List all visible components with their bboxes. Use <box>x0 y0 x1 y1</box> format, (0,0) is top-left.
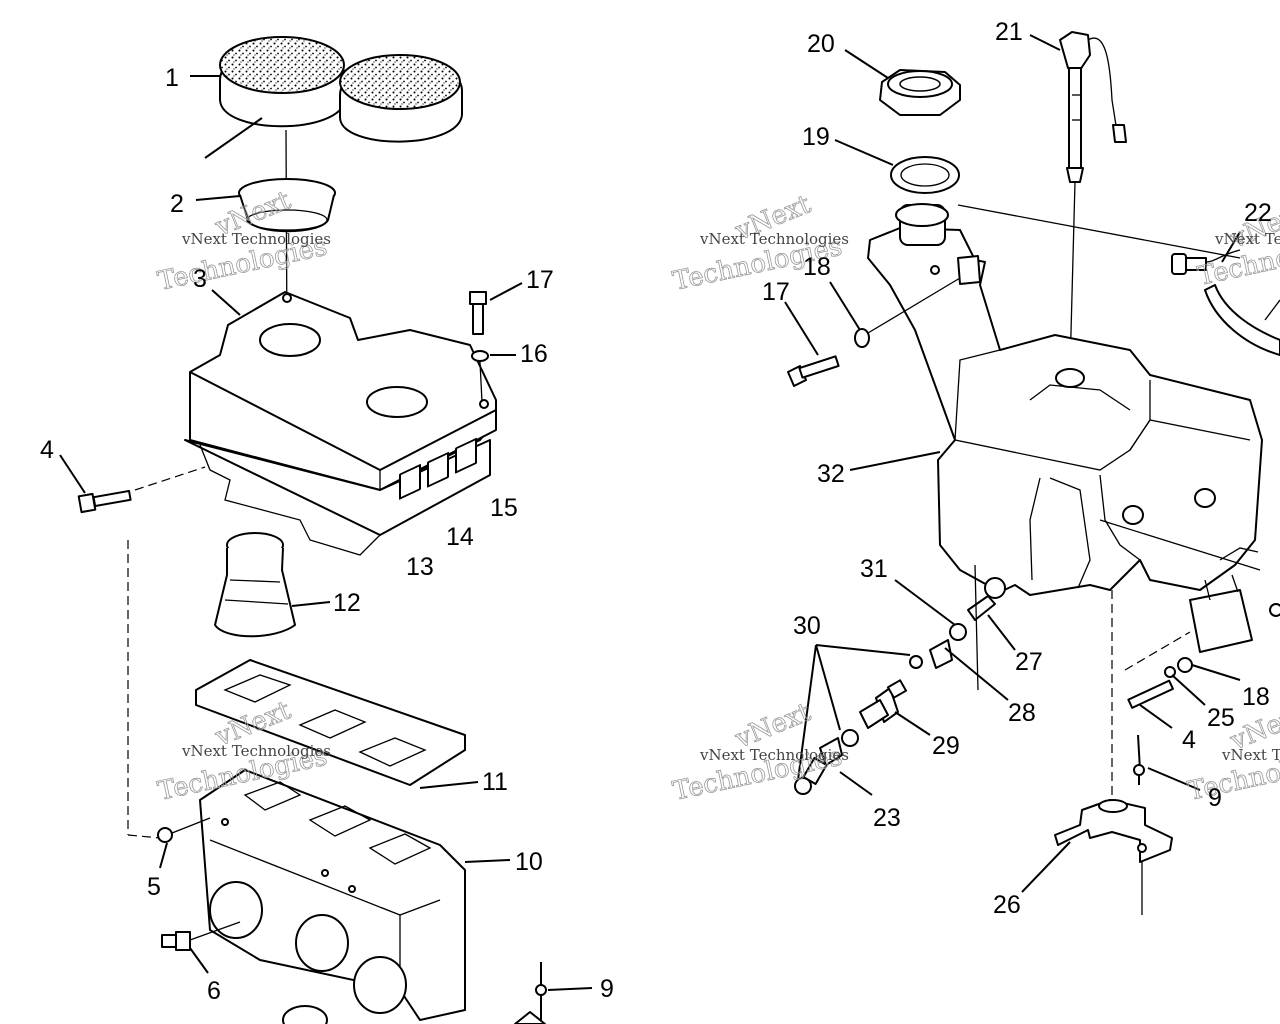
fuel-filter-line <box>794 595 996 795</box>
callout-20: 20 <box>807 30 835 58</box>
callout-22: 22 <box>1244 199 1272 227</box>
tank-mount <box>1127 574 1280 709</box>
clamp <box>514 962 547 1024</box>
callout-29: 29 <box>932 732 960 760</box>
nut <box>157 827 173 843</box>
callout-17-left: 17 <box>526 266 554 294</box>
cover-bolt <box>469 291 489 362</box>
callout-25: 25 <box>1207 704 1235 732</box>
callout-27: 27 <box>1015 648 1043 676</box>
callout-2: 2 <box>170 190 184 218</box>
tank-bracket <box>1054 799 1173 863</box>
callout-19: 19 <box>802 123 830 151</box>
callout-1: 1 <box>165 64 179 92</box>
fuel-tank-assembly <box>784 31 1280 915</box>
callout-30: 30 <box>793 612 821 640</box>
callout-32: 32 <box>817 460 845 488</box>
tank-bolt <box>787 328 870 387</box>
air-box-cover <box>184 291 497 556</box>
callout-9-right: 9 <box>1208 784 1222 812</box>
callout-18-right: 18 <box>803 253 831 281</box>
callout-15: 15 <box>490 494 518 522</box>
fuel-sender <box>1059 31 1127 183</box>
callout-31: 31 <box>860 555 888 583</box>
callout-26: 26 <box>993 891 1021 919</box>
fuel-cap-icon <box>879 69 961 116</box>
callout-4-right: 4 <box>1182 726 1196 754</box>
svg-text:vNext Technologies: vNext Technologies <box>699 746 849 764</box>
air-box-base <box>199 769 466 1021</box>
callout-23: 23 <box>873 804 901 832</box>
callout-9-left: 9 <box>600 975 614 1003</box>
callout-11: 11 <box>482 768 508 796</box>
callout-12: 12 <box>333 589 361 617</box>
callout-18-lower: 18 <box>1242 683 1270 711</box>
callout-21: 21 <box>995 18 1023 46</box>
callout-10: 10 <box>515 848 543 876</box>
callout-5: 5 <box>147 873 161 901</box>
callout-6: 6 <box>207 977 221 1005</box>
filter-ring <box>238 178 336 233</box>
svg-text:vNext Technologies: vNext Technologies <box>181 230 331 248</box>
callout-17-right: 17 <box>762 278 790 306</box>
foam-air-filter-icon <box>219 36 463 143</box>
air-box-gasket <box>195 659 466 786</box>
callout-13: 13 <box>406 553 434 581</box>
svg-text:vNext Technologies: vNext Technologies <box>181 742 331 760</box>
fitting <box>161 931 191 951</box>
side-bolt <box>77 489 132 514</box>
intake-boot <box>214 532 296 638</box>
clip <box>1133 734 1145 785</box>
callout-28: 28 <box>1008 699 1036 727</box>
callout-16: 16 <box>520 340 548 368</box>
vent-fitting <box>1171 249 1280 356</box>
callout-3: 3 <box>193 265 207 293</box>
svg-text:vNext Technologies: vNext Technologies <box>1221 746 1280 764</box>
callout-labels: 1 2 3 17 16 4 15 14 13 12 11 10 5 6 9 20… <box>40 18 1272 1005</box>
svg-text:vNext Technologies: vNext Technologies <box>699 230 849 248</box>
air-box-assembly <box>59 36 593 1024</box>
svg-text:vNext Technologies: vNext Technologies <box>1214 230 1280 248</box>
fuel-tank-icon <box>867 203 1263 599</box>
callout-14: 14 <box>446 523 474 551</box>
callout-4-left: 4 <box>40 436 54 464</box>
